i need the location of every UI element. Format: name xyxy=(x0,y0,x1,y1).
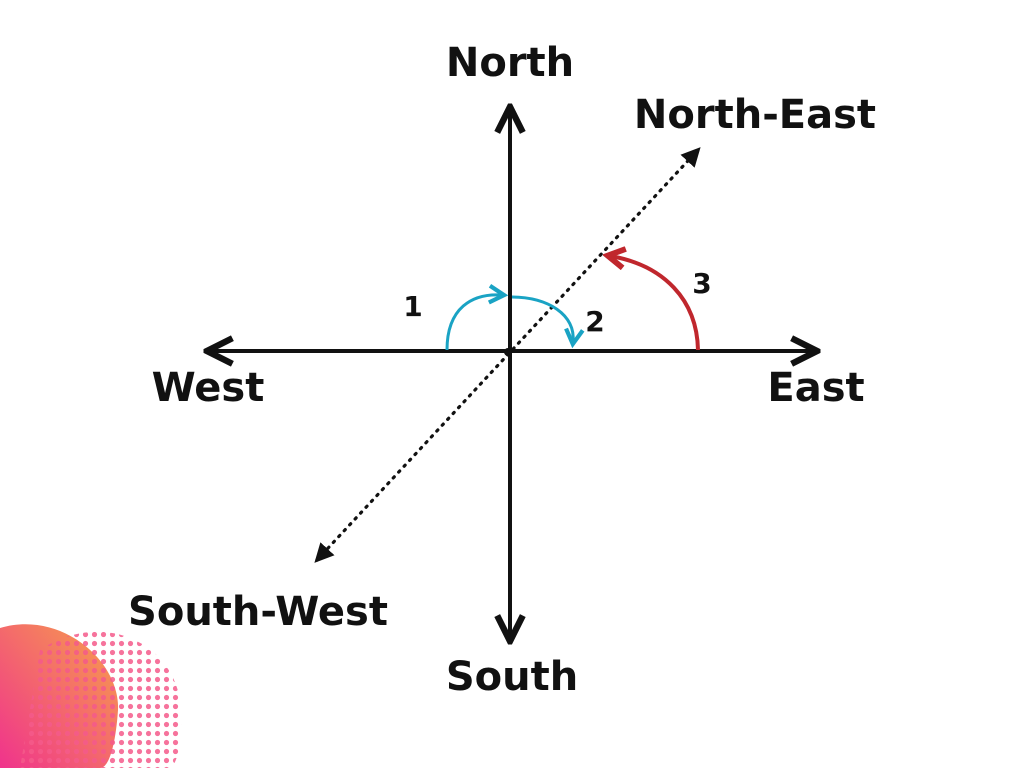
north-east-label: North-East xyxy=(634,92,876,138)
west-label: West xyxy=(152,365,265,411)
turn-2-label: 2 xyxy=(585,305,604,338)
north-label: North xyxy=(446,40,574,86)
decorative-blob xyxy=(0,624,182,768)
turn-2-arc xyxy=(511,295,573,342)
turn-3-label: 3 xyxy=(692,267,711,300)
turn-1-arc xyxy=(445,295,502,351)
center-point xyxy=(504,348,512,356)
south-label: South xyxy=(446,654,578,700)
east-label: East xyxy=(767,365,864,411)
south-west-label: South-West xyxy=(128,589,388,635)
turn-3-arc xyxy=(610,256,700,351)
turn-1-label: 1 xyxy=(403,290,422,323)
